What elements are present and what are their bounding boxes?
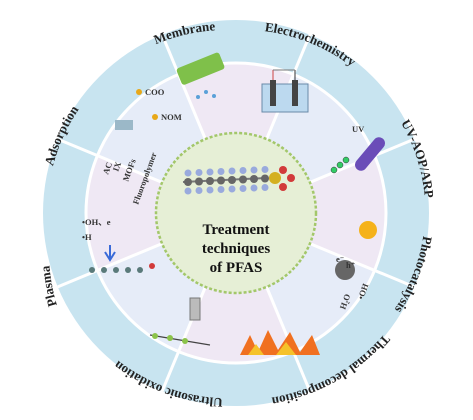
molecule-atom [206,168,214,176]
molecule-atom [239,185,247,192]
molecule-atom [250,166,258,174]
divider-line [160,34,207,140]
molecule-atom [184,178,192,186]
uv-label: UV [352,124,365,134]
center-title-line3: of PFAS [210,260,263,276]
center-title-line2: techniques [202,241,271,257]
molecule-atom [228,185,236,193]
molecule-atom [184,187,192,195]
membrane-illustration: COO NOM [136,52,225,122]
plasma-oh-ea-label: •OH、e [82,217,111,227]
molecule-atom [261,184,269,191]
plasma-illustration: •OH、e •H [82,217,155,273]
inner-sector-ultrasonic [97,243,206,352]
molecule-atom [228,167,236,175]
molecule-atom [206,177,214,185]
divider-line [309,242,415,289]
molecule-atom [250,175,258,183]
inner-sector-membrane [178,63,294,140]
ring-separator [84,61,388,365]
plasma-h-label: •H [82,232,92,242]
photo-h-label: h⁺ [346,260,355,270]
membrane-coo-label: COO [145,87,165,97]
molecule-atom [228,176,236,184]
molecule-atom [239,167,247,174]
thermal-flames-icon [240,330,320,355]
segment-dividers [57,34,415,392]
molecule-atom [195,169,203,176]
molecule-atom [250,184,258,192]
molecule-atom [261,174,269,183]
molecule-atom [206,186,214,194]
molecule-atom [195,177,203,186]
center-title-line1: Treatment [203,222,270,238]
molecule-atom [195,187,203,194]
inner-sector-adsorption [97,74,206,183]
adsorb-ac-label: AC [100,161,114,176]
electrochemistry-cell-icon [261,69,309,113]
inner-sector-plasma [85,155,163,271]
molecule-atom [239,175,247,184]
molecule-atom [261,166,269,173]
membrane-nom-label: NOM [161,112,182,122]
inner-sector-uv [309,155,387,271]
divider-line [57,137,163,184]
pfas-molecule-illustration [182,166,295,195]
molecule-atom [217,186,225,193]
photocatalysis-illustration: e⁻ h⁺ H₂O •OH [335,221,377,311]
photo-e-label: e⁻ [336,254,344,264]
uv-lamp-icon: UV [330,124,385,174]
divider-line [57,242,163,289]
ultrasonic-probe-icon [149,297,211,346]
adsorb-ix-label: IX [110,160,123,173]
molecule-atom [184,169,192,177]
molecule-atom [217,168,225,175]
molecule-atom [217,176,225,185]
